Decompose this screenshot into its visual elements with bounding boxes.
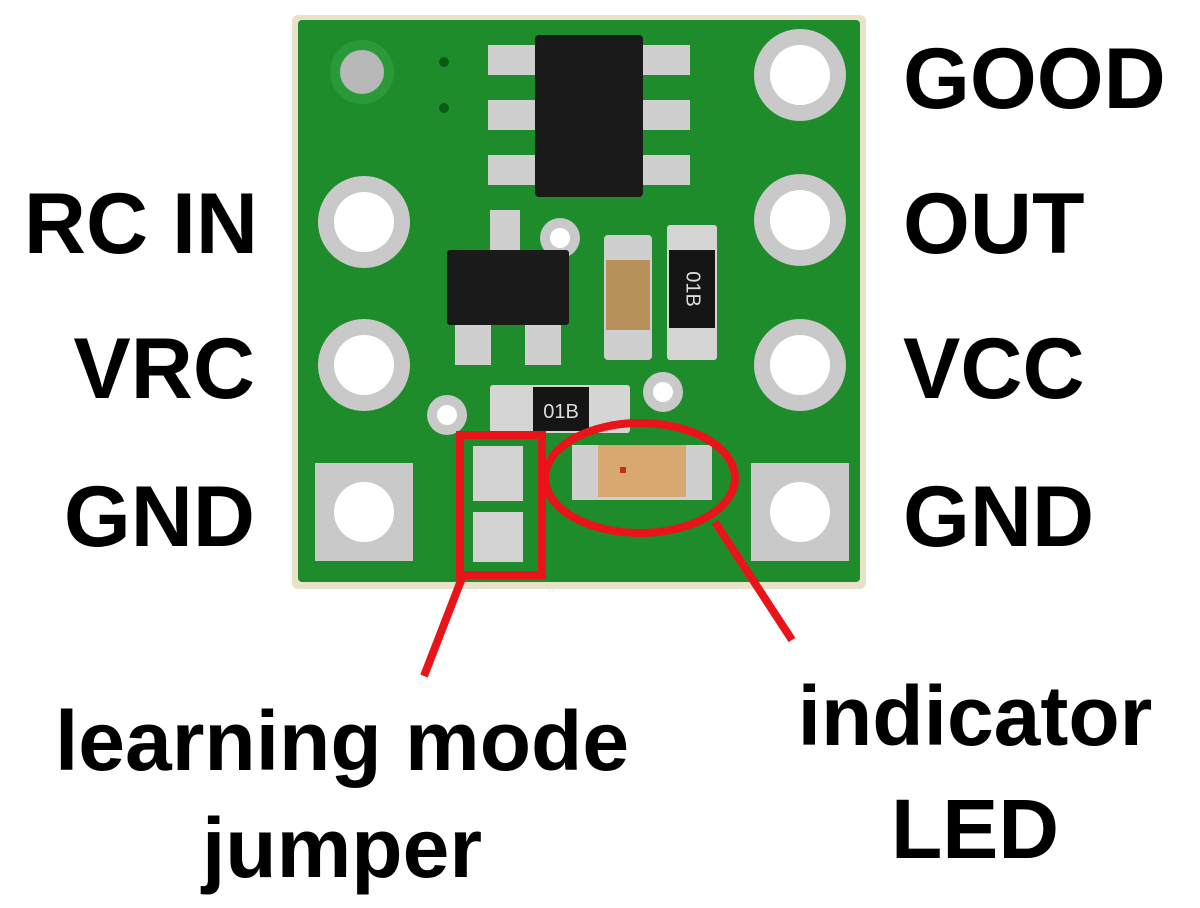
pin-label-rc-in: RC IN [24,176,258,272]
jumper-callout-line [420,576,466,678]
transistor [447,210,569,365]
pin-label-good: GOOD [903,31,1166,127]
jumper-label-line1: learning mode [55,694,629,788]
jumper-highlight-box [456,431,546,579]
svg-text:01B: 01B [682,271,704,307]
resistor-vertical: 01B [667,225,717,360]
pin-label-vcc: VCC [903,321,1085,417]
learning-mode-jumper [473,446,523,562]
led-label-line1: indicator [798,669,1153,763]
pcb-board [298,20,860,582]
annotations [420,419,796,678]
resistor-horizontal: 01B [490,385,630,433]
led-callout-line [711,519,796,643]
pin-label-out: OUT [903,176,1085,272]
pin-label-gnd-left: GND [64,469,255,565]
pin-label-gnd-right: GND [903,469,1094,565]
pin-label-vrc: VRC [73,321,255,417]
jumper-label-line2: jumper [200,801,482,895]
svg-text:01B: 01B [543,401,579,423]
pin-holes-right [751,29,849,561]
indicator-led [572,445,712,500]
led-highlight-ellipse [541,419,739,537]
capacitor [604,235,652,360]
ic-chip [488,35,690,197]
pin-holes-left [315,176,413,561]
led-label-line2: LED [891,782,1059,876]
